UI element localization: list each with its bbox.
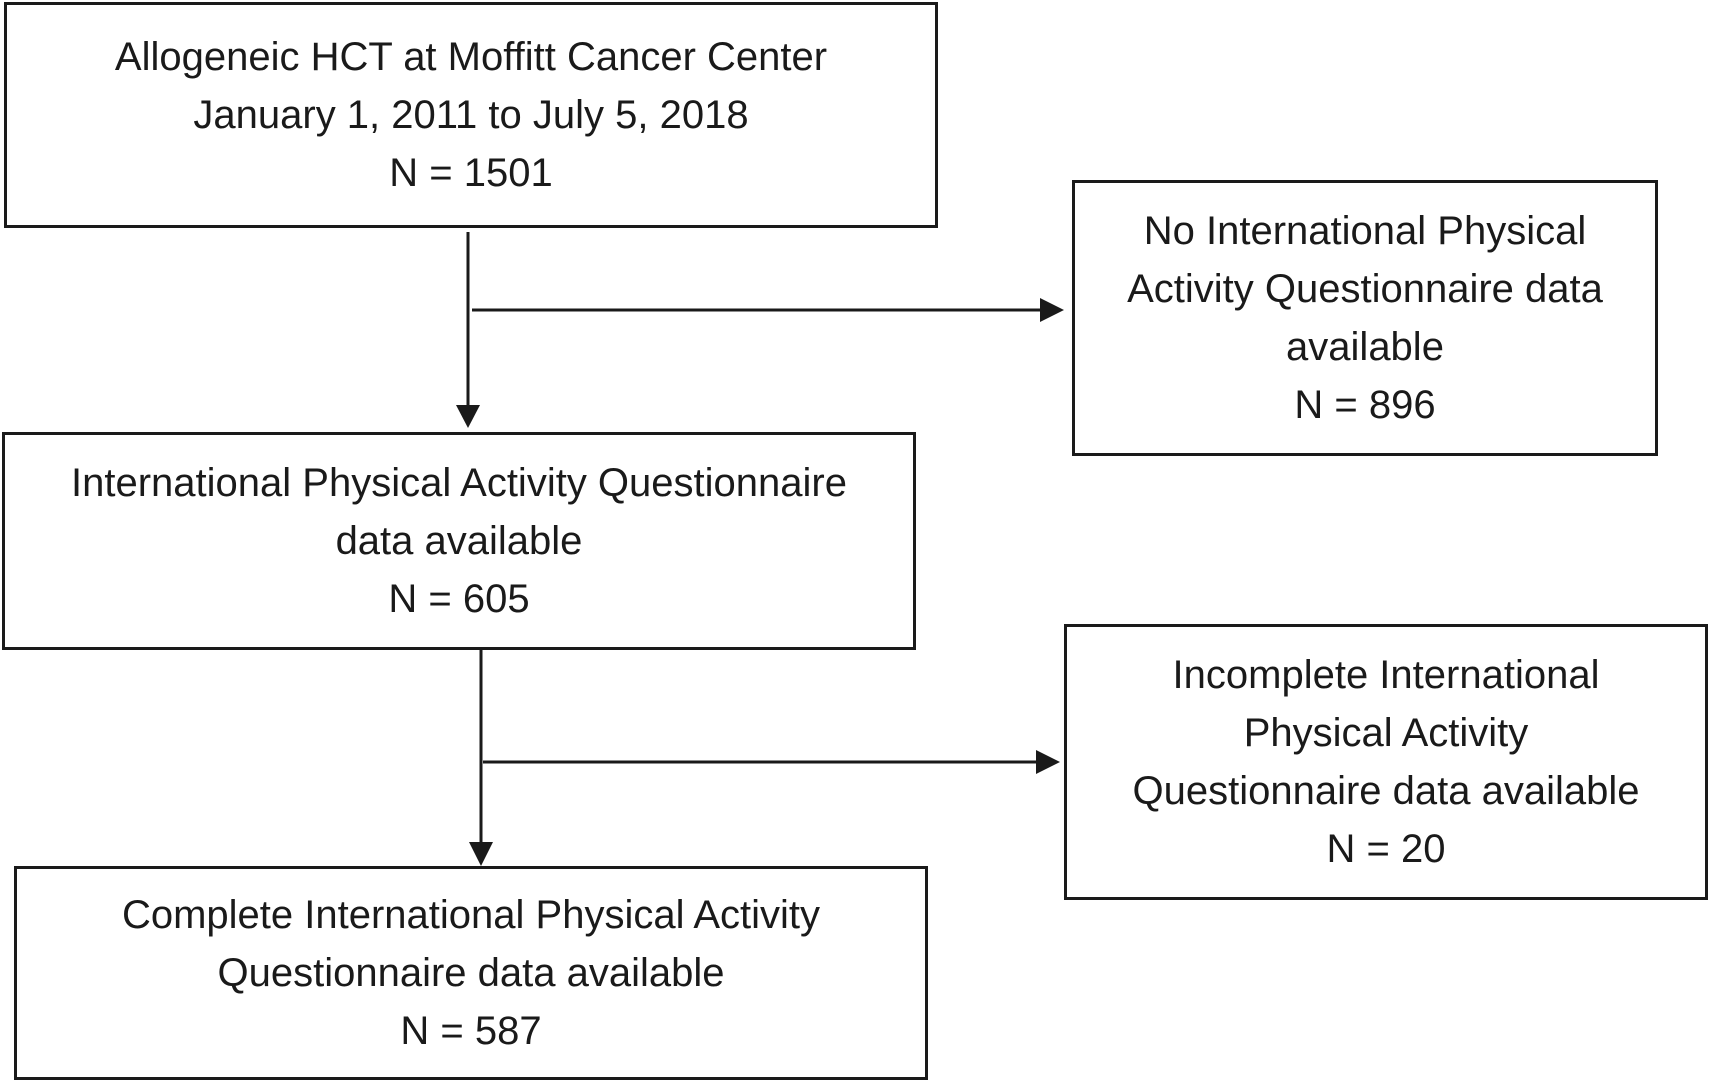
box-ipaq-data-available-line-1: International Physical Activity Question… — [71, 461, 847, 505]
arrowhead-box3-to-box5 — [469, 842, 493, 866]
box-ipaq-data-available: International Physical Activity Question… — [2, 432, 916, 650]
arrowhead-branch-to-box2 — [1040, 298, 1064, 322]
box-hct-cohort-line-1: Allogeneic HCT at Moffitt Cancer Center — [114, 35, 828, 79]
box-ipaq-data-available-count: N = 605 — [388, 577, 530, 621]
box-incomplete-ipaq-line-2: Physical Activity — [1243, 711, 1529, 755]
box-complete-ipaq-line-1: Complete International Physical Activity — [121, 893, 821, 937]
box-complete-ipaq-count: N = 587 — [400, 1009, 542, 1053]
box-hct-cohort: Allogeneic HCT at Moffitt Cancer Center … — [4, 2, 938, 228]
box-no-ipaq-data-line-1: No International Physical — [1143, 209, 1587, 253]
box-no-ipaq-data: No International Physical Activity Quest… — [1072, 180, 1658, 456]
box-incomplete-ipaq-line-3: Questionnaire data available — [1132, 769, 1640, 813]
box-incomplete-ipaq: Incomplete International Physical Activi… — [1064, 624, 1708, 900]
box-complete-ipaq-line-2: Questionnaire data available — [217, 951, 725, 995]
box-incomplete-ipaq-count: N = 20 — [1326, 827, 1446, 871]
box-ipaq-data-available-line-2: data available — [335, 519, 583, 563]
box-complete-ipaq: Complete International Physical Activity… — [14, 866, 928, 1080]
arrowhead-box1-to-box3 — [456, 405, 480, 428]
box-incomplete-ipaq-line-1: Incomplete International — [1172, 653, 1600, 697]
arrowhead-branch-to-box4 — [1036, 750, 1060, 774]
box-no-ipaq-data-count: N = 896 — [1294, 383, 1436, 427]
box-no-ipaq-data-line-2: Activity Questionnaire data — [1127, 267, 1603, 311]
box-hct-cohort-count: N = 1501 — [389, 151, 553, 195]
box-hct-cohort-line-2: January 1, 2011 to July 5, 2018 — [193, 93, 749, 137]
box-no-ipaq-data-line-3: available — [1286, 325, 1444, 369]
